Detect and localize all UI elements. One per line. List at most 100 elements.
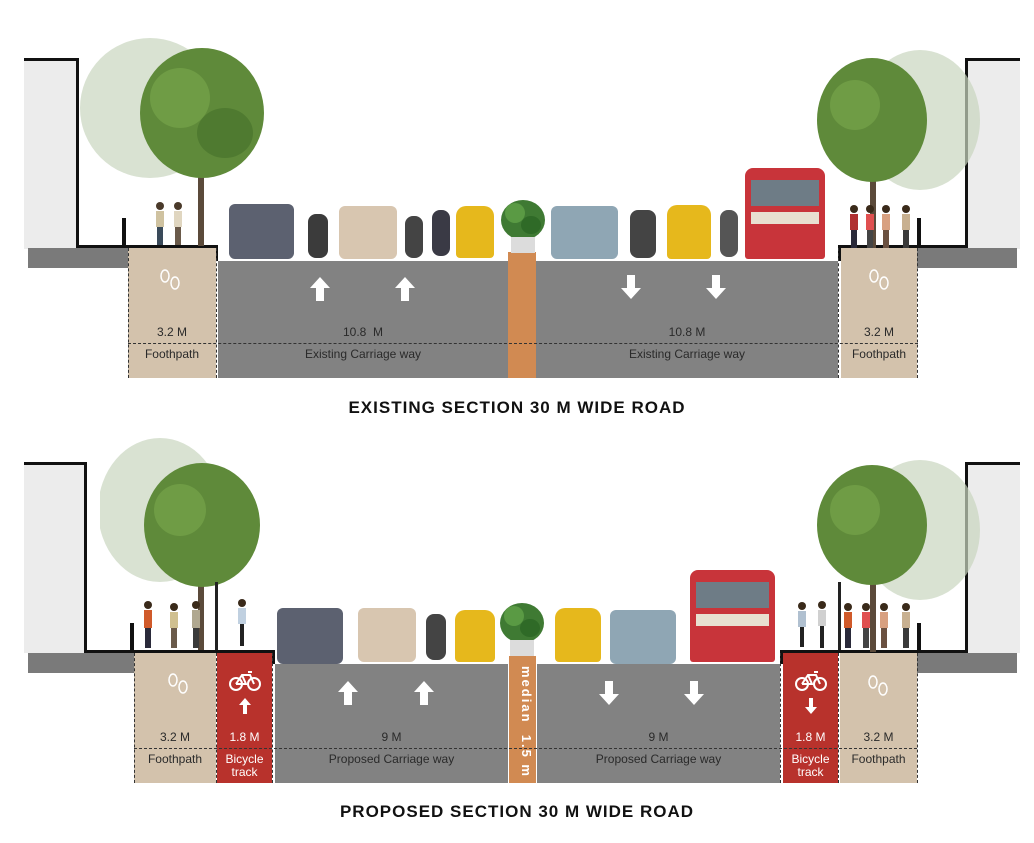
ground-strip-left — [28, 248, 128, 268]
bus-icon — [745, 168, 825, 259]
bollard-left — [130, 623, 134, 653]
bicycle-icon — [795, 671, 827, 691]
right-foothpath-area — [840, 653, 917, 783]
left-foothpath-width: 3.2 M — [159, 730, 190, 744]
right-carriageway-label: Proposed Carriage way — [595, 752, 722, 766]
right-foothpath-label: Foothpath — [851, 752, 906, 766]
left-carriageway-area — [218, 261, 508, 378]
right-foothpath-label: Foothpath — [851, 347, 907, 361]
bollard-right — [917, 623, 921, 653]
footprints-icon — [869, 269, 889, 290]
median-area — [508, 252, 536, 378]
building-left — [24, 58, 79, 249]
footprints-icon — [168, 673, 188, 694]
planter-icon — [500, 603, 544, 656]
dimension-tick — [216, 248, 217, 378]
street-lamp-icon — [838, 582, 841, 650]
motorcycle-icon — [432, 210, 450, 256]
dimension-tick — [780, 653, 781, 783]
tree-icon — [817, 460, 980, 652]
dimension-tick — [272, 653, 273, 783]
left-carriageway-label: Proposed Carriage way — [328, 752, 455, 766]
arrow-up-icon — [310, 277, 330, 301]
existing-section-title: EXISTING SECTION 30 M WIDE ROAD — [348, 398, 686, 417]
left-carriageway-width: 10.8 M — [342, 325, 384, 339]
left-foothpath-label: Foothpath — [147, 752, 203, 766]
left-foothpath-width: 3.2 M — [156, 325, 187, 339]
left-foothpath-area — [128, 248, 216, 378]
pedestrian-icon — [850, 205, 910, 248]
right-carriageway-area — [536, 261, 838, 378]
dimension-tick — [838, 653, 839, 783]
car-icon — [551, 206, 618, 259]
arrow-down-icon — [599, 681, 619, 705]
median-label: median 1.5 m — [519, 666, 534, 778]
left-bicycle-track-width: 1.8 M — [229, 730, 260, 744]
ground-line-left — [84, 650, 274, 653]
left-bicycle-track-label: Bicycle track — [225, 752, 264, 779]
ground-strip-right — [917, 653, 1017, 673]
footprints-icon — [868, 675, 888, 696]
arrow-up-icon — [338, 681, 358, 705]
right-bicycle-track-width: 1.8 M — [795, 730, 826, 744]
footprints-icon — [160, 269, 180, 290]
arrow-up-icon — [414, 681, 434, 705]
dimension-tick — [917, 653, 918, 783]
bicycle-icon — [229, 671, 261, 691]
auto-rickshaw-icon — [555, 608, 601, 662]
tree-icon — [80, 38, 264, 246]
dimension-tick — [838, 248, 839, 378]
dimension-tick — [216, 653, 217, 783]
pedestrian-icon — [144, 601, 200, 648]
arrow-down-icon — [621, 275, 641, 299]
bus-icon — [690, 570, 775, 662]
right-foothpath-width: 3.2 M — [863, 325, 894, 339]
auto-rickshaw-icon — [667, 205, 711, 259]
building-left — [24, 462, 87, 653]
tree-icon — [100, 438, 260, 650]
pedestrian-icon — [156, 202, 182, 245]
auto-rickshaw-icon — [456, 206, 494, 258]
building-right — [965, 58, 1020, 249]
right-carriageway-width: 10.8 M — [668, 325, 706, 339]
motorcycle-icon — [720, 210, 738, 257]
kerb-right — [780, 650, 783, 664]
right-foothpath-width: 3.2 M — [863, 730, 894, 744]
right-carriageway-label: Existing Carriage way — [628, 347, 746, 361]
dimension-tick — [134, 653, 135, 783]
left-foothpath-label: Foothpath — [144, 347, 200, 361]
car-icon — [277, 608, 343, 664]
arrow-down-icon — [684, 681, 704, 705]
right-carriageway-width: 9 M — [648, 730, 669, 744]
arrow-down-icon — [805, 698, 817, 714]
dimension-tick — [917, 248, 918, 378]
proposed-section-title: PROPOSED SECTION 30 M WIDE ROAD — [339, 802, 695, 821]
right-bicycle-track-label: Bicycle track — [791, 752, 830, 779]
dimension-line — [128, 343, 918, 344]
arrow-up-icon — [239, 698, 251, 714]
left-carriageway-width: 9 M — [381, 730, 402, 744]
cyclist-icon — [798, 601, 826, 648]
motorcycle-icon — [426, 614, 446, 660]
arrow-up-icon — [395, 277, 415, 301]
ground-strip-right — [917, 248, 1017, 268]
ground-strip-left — [28, 653, 134, 673]
motorcycle-icon — [308, 214, 328, 258]
ground-line-left — [76, 245, 218, 248]
bollard-right — [917, 218, 921, 248]
motorcycle-icon — [630, 210, 656, 258]
median-area — [509, 656, 536, 783]
kerb-right — [838, 245, 841, 261]
pedestrian-icon — [844, 603, 910, 648]
street-lamp-icon — [215, 582, 218, 650]
car-icon — [339, 206, 397, 259]
left-carriageway-area — [275, 664, 508, 783]
auto-rickshaw-icon — [455, 610, 495, 662]
dimension-line — [134, 748, 917, 749]
dimension-tick — [128, 248, 129, 378]
car-icon — [610, 610, 676, 664]
car-icon — [229, 204, 294, 259]
planter-icon — [501, 200, 545, 253]
tree-icon — [817, 50, 980, 248]
left-carriageway-label: Existing Carriage way — [304, 347, 422, 361]
